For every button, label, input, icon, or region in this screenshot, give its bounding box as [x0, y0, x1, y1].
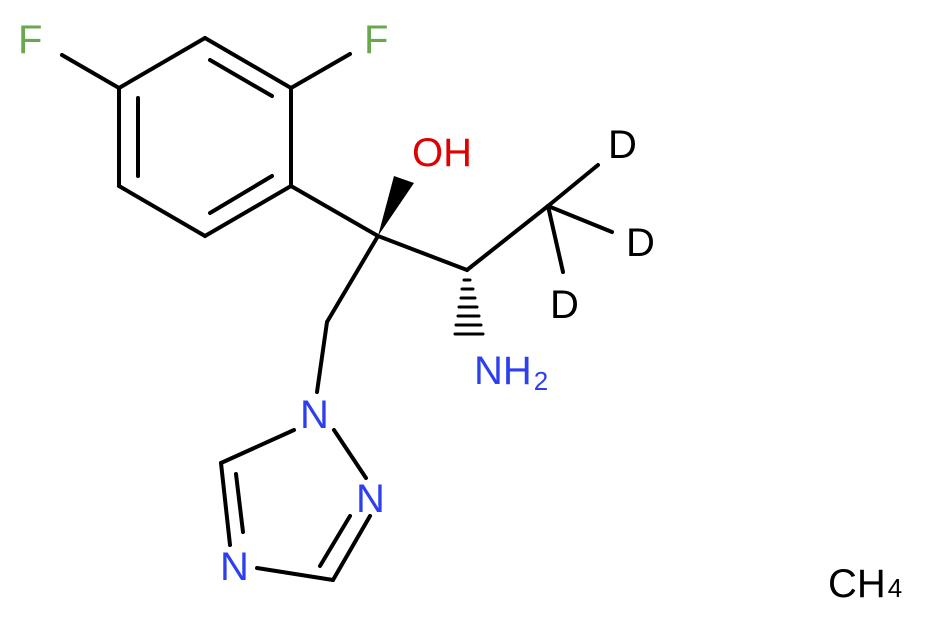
bond-c3-to-n4 [255, 566, 335, 582]
atom-nh2-main: NH [474, 349, 532, 393]
wedge-bond-c2-oh [378, 176, 414, 236]
bond-c2-to-ch2 [325, 234, 380, 324]
atom-d1: D [608, 123, 637, 167]
atom-triazole-n4: N [220, 545, 249, 589]
bond-ring-3 [203, 184, 293, 238]
bond-ring-to-f-para [60, 53, 121, 90]
benzene-ring [117, 36, 293, 238]
atom-methane-main: CH [828, 562, 886, 606]
atom-nh2: NH2 [474, 349, 548, 396]
triazole-ring [219, 428, 372, 582]
atom-f-para: F [18, 18, 42, 62]
atom-triazole-n2: N [356, 477, 385, 521]
hashed-wedge-c3-nh2 [453, 278, 485, 336]
atom-f-ortho: F [364, 18, 388, 62]
atom-methane-subscript: 4 [888, 573, 902, 603]
bond-ring-6 [117, 36, 207, 90]
atom-methane: CH4 [828, 562, 902, 606]
bond-n1-to-n2 [332, 428, 368, 480]
bond-n2-to-c3-triazole [331, 514, 372, 582]
bond-n4-to-c5 [219, 461, 232, 547]
bond-ring-4 [117, 184, 207, 238]
bond-ring-inner-2 [208, 174, 274, 215]
bond-ring-1 [203, 36, 293, 90]
atom-d3: D [550, 283, 579, 327]
atom-d2: D [626, 221, 655, 265]
bond-c5-to-n1 [219, 428, 296, 465]
bond-ring-to-c2 [289, 184, 380, 238]
bond-ring-inner-1 [208, 58, 274, 98]
bond-ring-to-f-ortho [289, 52, 352, 90]
atom-nh2-subscript: 2 [534, 366, 548, 396]
atom-triazole-n1: N [300, 393, 329, 437]
bond-cd3-to-d2 [546, 204, 614, 234]
bond-ch2-to-n1 [315, 320, 329, 394]
bond-c3-to-cd3 [465, 204, 550, 272]
atom-oh: OH [412, 131, 472, 175]
bond-c2-to-c3 [376, 234, 469, 272]
bond-n4-to-c5-inner [234, 472, 245, 534]
bond-cd3-to-d3 [546, 204, 565, 274]
bond-n2-to-c3-triazole-inner [318, 514, 352, 568]
bond-cd3-to-d1 [546, 163, 600, 208]
